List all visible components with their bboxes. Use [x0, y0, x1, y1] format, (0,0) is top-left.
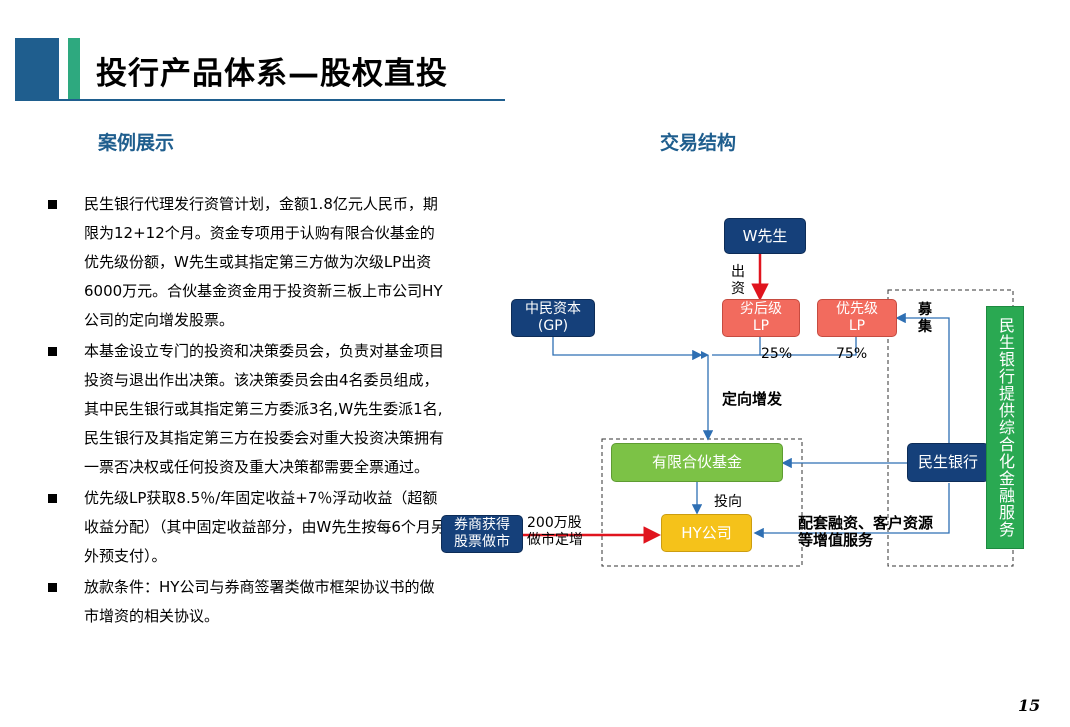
bullet-square-icon [48, 200, 57, 209]
gp-box-line2: (GP) [537, 318, 569, 334]
bullet-text: 优先级LP获取8.5％/年固定收益+7％浮动收益（超额收益分配）（其中固定收益部… [84, 489, 446, 565]
comprehensive-service-box: 民生银行提供综合化金融服务 [986, 306, 1024, 549]
services-line2: 等增值服务 [798, 531, 874, 549]
invest-label: 投向 [714, 494, 742, 510]
chuzi-char: 资 [731, 281, 745, 297]
gp-to-junction-line [552, 336, 703, 361]
case-heading: 案例展示 [98, 132, 175, 154]
muji-label: 募 集 [917, 302, 933, 336]
sub-lp-box: 劣后级 LP [722, 299, 800, 337]
page-number: 15 [1018, 696, 1041, 715]
services-label: 配套融资、客户资源 等增值服务 [798, 515, 933, 549]
chuzi-char: 出 [731, 264, 745, 280]
gp-box-line1: 中民资本 [525, 301, 581, 317]
fund-dashed-group [601, 438, 803, 567]
broker-line2: 股票做市 [454, 534, 510, 550]
senior-lp-line1: 优先级 [836, 301, 878, 317]
senior-lp-to-junction-line [760, 336, 857, 356]
structure-heading: 交易结构 [660, 132, 737, 154]
shares-line1: 200万股 [527, 515, 582, 531]
bullet-square-icon [48, 494, 57, 503]
page-title: 投行产品体系—股权直投 [96, 56, 448, 92]
title-underline [15, 99, 505, 101]
muji-char: 集 [918, 319, 932, 335]
bullet-square-icon [48, 347, 57, 356]
title-accent-bar [15, 38, 59, 100]
w-box: W先生 [724, 218, 806, 254]
cmbc-box: 民生银行 [907, 443, 989, 482]
gp-box: 中民资本 (GP) [511, 299, 595, 337]
senior-lp-percent: 75% [836, 346, 868, 362]
services-line1: 配套融资、客户资源 [798, 514, 934, 532]
sub-lp-percent: 25% [761, 346, 793, 362]
broker-box: 券商获得 股票做市 [441, 515, 523, 553]
chuzi-label: 出 资 [730, 264, 746, 298]
sub-lp-to-junction-line [712, 336, 761, 356]
junction-arrowhead [701, 351, 709, 359]
bullet-item: 民生银行代理发行资管计划，金额1.8亿元人民币，期限为12+12个月。资金专项用… [46, 190, 446, 335]
bullet-text: 本基金设立专门的投资和决策委员会，负责对基金项目投资与退出作出决策。该决策委员会… [84, 342, 445, 476]
shares-line2: 做市定增 [527, 532, 583, 548]
private-placement-label: 定向增发 [722, 390, 783, 408]
muji-char: 募 [918, 302, 932, 318]
bullet-item: 放款条件：HY公司与券商签署类做市框架协议书的做市增资的相关协议。 [46, 573, 446, 631]
bullet-square-icon [48, 583, 57, 592]
sub-lp-line2: LP [752, 318, 770, 334]
fund-box: 有限合伙基金 [611, 443, 783, 482]
services-arrow [753, 483, 950, 539]
broker-line1: 券商获得 [454, 517, 510, 533]
senior-lp-line2: LP [848, 318, 866, 334]
comprehensive-service-text: 民生银行提供综合化金融服务 [996, 317, 1015, 538]
bullet-item: 优先级LP获取8.5％/年固定收益+7％浮动收益（超额收益分配）（其中固定收益部… [46, 484, 446, 571]
title-accent-stripe [68, 38, 80, 100]
cmbc-raise-arrow [895, 312, 950, 443]
case-bullet-list: 民生银行代理发行资管计划，金额1.8亿元人民币，期限为12+12个月。资金专项用… [46, 190, 446, 633]
senior-lp-box: 优先级 LP [817, 299, 897, 337]
bullet-item: 本基金设立专门的投资和决策委员会，负责对基金项目投资与退出作出决策。该决策委员会… [46, 337, 446, 482]
hy-company-box: HY公司 [661, 514, 752, 552]
bullet-text: 放款条件：HY公司与券商签署类做市框架协议书的做市增资的相关协议。 [84, 578, 435, 625]
shares-label: 200万股 做市定增 [527, 515, 583, 549]
bullet-text: 民生银行代理发行资管计划，金额1.8亿元人民币，期限为12+12个月。资金专项用… [84, 195, 443, 329]
sub-lp-line1: 劣后级 [740, 301, 782, 317]
